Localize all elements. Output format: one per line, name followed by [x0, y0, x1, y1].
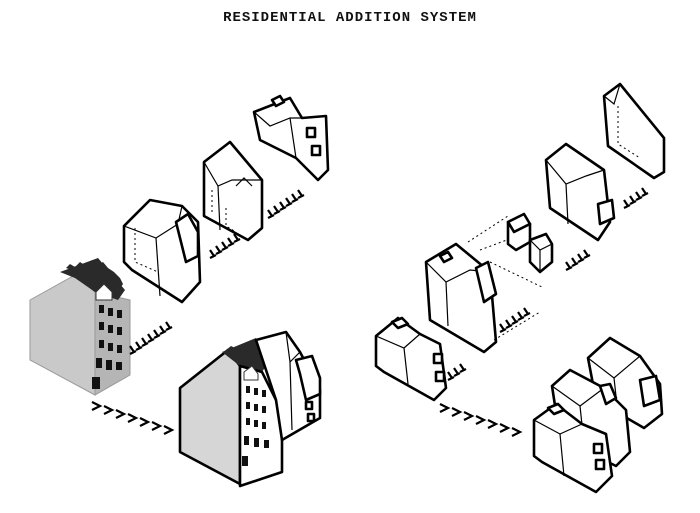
arrow-chevrons-to-result-left: [91, 401, 175, 435]
module-block-1: [122, 198, 202, 304]
module-block-a: [374, 316, 448, 402]
module-block-3: [252, 94, 330, 182]
module-block-b: [424, 242, 498, 354]
arrow-chevrons-right-4: [623, 187, 649, 209]
diagram-title: RESIDENTIAL ADDITION SYSTEM: [223, 10, 477, 26]
module-block-d: [602, 82, 666, 180]
left-panel: [29, 94, 330, 488]
arrow-chevrons-right-3: [565, 249, 591, 271]
arrow-chevrons-stack-2: [209, 233, 241, 259]
explode-guide-lines: [467, 215, 545, 341]
module-block-c: [544, 142, 616, 242]
arrow-chevrons-stack-1: [129, 321, 173, 355]
module-block-2: [202, 140, 264, 242]
right-panel: [374, 82, 666, 494]
module-piece-small-1: [506, 212, 532, 252]
arrow-chevrons-right-2: [499, 307, 531, 333]
arrow-chevrons-to-result-right: [439, 403, 523, 437]
arrow-chevrons-stack-3: [267, 189, 305, 219]
module-piece-small-2: [528, 232, 554, 274]
combined-house-result: [178, 330, 322, 488]
existing-house: [29, 258, 131, 396]
arrow-chevrons-right-1: [447, 363, 467, 381]
combined-cluster-result: [532, 336, 664, 494]
